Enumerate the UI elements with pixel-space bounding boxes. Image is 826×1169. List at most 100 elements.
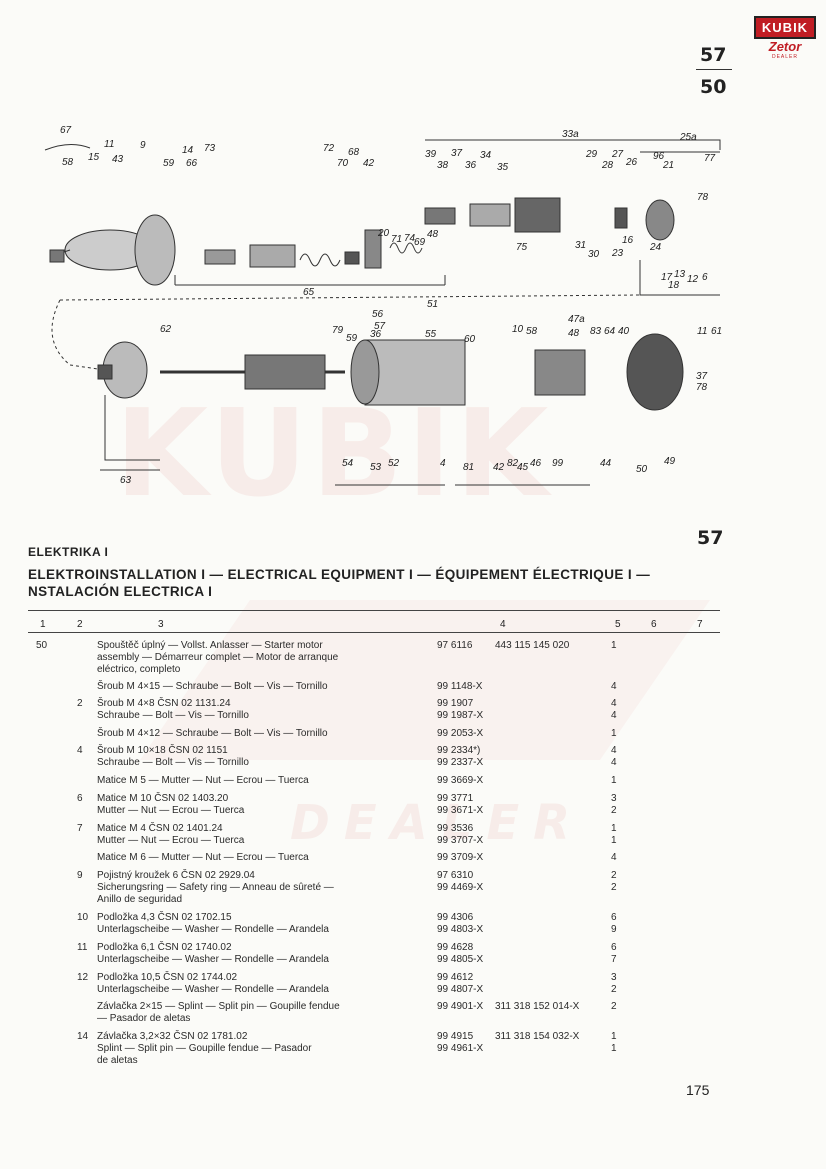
position-number: 10 [77, 912, 89, 923]
diagram-label: 79 [332, 325, 344, 336]
diagram-label: 61 [711, 326, 722, 337]
page-ref-bottom: 50 [700, 76, 727, 98]
position-number: 4 [77, 745, 83, 756]
diagram-label: 58 [526, 326, 538, 337]
quantity: 1 [611, 775, 617, 786]
diagram-label: 78 [697, 192, 709, 203]
table-top-rule [28, 610, 720, 611]
description: Šroub M 4×12 — Schraube — Bolt — Vis — T… [97, 728, 328, 739]
watermark-logo: KUBIK [115, 385, 553, 524]
diagram-label: 81 [463, 462, 474, 473]
description: Šroub M 4×15 — Schraube — Bolt — Vis — T… [97, 681, 328, 692]
diagram-label: 26 [625, 157, 638, 168]
quantity: 1 [611, 640, 617, 651]
diagram-label: 14 [182, 145, 194, 156]
diagram-label: 96 [653, 151, 665, 162]
position-number: 14 [77, 1031, 89, 1042]
diagram-label: 58 [62, 157, 74, 168]
watermark-dealer: DEALER [290, 795, 585, 851]
diagram-label: 17 [661, 272, 673, 283]
diagram-label: 12 [687, 274, 699, 285]
description: Matice M 6 — Mutter — Nut — Ecrou — Tuer… [97, 852, 309, 863]
diagram-label: 27 [611, 149, 624, 160]
logo-sub: Zetor [768, 39, 802, 54]
section-title: ELEKTRIKA I [28, 545, 109, 559]
diagram-label: 18 [668, 280, 680, 291]
diagram-label: 46 [530, 458, 542, 469]
diagram-label: 21 [662, 160, 674, 171]
diagram-label: 63 [120, 475, 132, 486]
kubik-zetor-logo: KUBIK Zetor DEALER [754, 16, 816, 60]
logo-brand: KUBIK [754, 16, 816, 39]
page-ref-top: 57 [700, 44, 727, 66]
col-header-7: 7 [697, 619, 703, 630]
diagram-label: 31 [575, 240, 586, 251]
diagram-label: 35 [497, 162, 509, 173]
position-number: 2 [77, 698, 83, 709]
quantity: 2 [611, 1001, 617, 1012]
diagram-label: 65 [303, 287, 315, 298]
diagram-label: 11 [697, 326, 707, 337]
position-number: 6 [77, 793, 83, 804]
diagram-label: 28 [601, 160, 614, 171]
part-number: 97 6116 [437, 640, 473, 651]
diagram-label: 59 [163, 158, 175, 169]
diagram-label: 40 [618, 326, 630, 337]
diagram-label: 99 [552, 458, 564, 469]
col-header-4: 4 [500, 619, 506, 630]
diagram-label: 55 [425, 329, 437, 340]
diagram-label: 36 [465, 160, 477, 171]
diagram-label: 52 [388, 458, 400, 469]
part-number: 99 2053-X [437, 728, 484, 739]
diagram-label: 44 [600, 458, 612, 469]
diagram-label: 48 [427, 229, 439, 240]
alt-part-number: 311 318 154 032-X [495, 1031, 580, 1042]
fig-number: 50 [36, 640, 48, 651]
diagram-label: 34 [480, 150, 492, 161]
diagram-label: 78 [696, 382, 708, 393]
diagram-label: 83 [590, 326, 602, 337]
position-number: 9 [77, 870, 83, 881]
diagram-label: 66 [186, 158, 198, 169]
description: Spouštěč úplný — Vollst. Anlasser — Star… [97, 640, 339, 675]
diagram-label: 29 [585, 149, 598, 160]
diagram-label: 70 [337, 158, 349, 169]
part-number: 99 1148-X [437, 681, 483, 692]
section-subtitle-line2: NSTALACIÓN ELECTRICA I [28, 584, 213, 599]
page-ref-divider [696, 69, 732, 70]
diagram-label: 60 [464, 334, 476, 345]
alt-part-number: 443 115 145 020 [495, 640, 570, 651]
diagram-label: 77 [704, 153, 716, 164]
diagram-label: 37 [696, 371, 708, 382]
diagram-label: 62 [160, 324, 172, 335]
diagram-label: 72 [323, 143, 335, 154]
diagram-label: 75 [516, 242, 528, 253]
position-number: 7 [77, 823, 83, 834]
diagram-label: 9 [140, 140, 146, 151]
col-header-5: 5 [615, 619, 621, 630]
diagram-label: 64 [604, 326, 616, 337]
diagram-label: 23 [611, 248, 624, 259]
diagram-label: 4 [440, 458, 446, 469]
description: Závlačka 2×15 — Splint — Split pin — Gou… [97, 1001, 340, 1024]
diagram-label: 48 [568, 328, 580, 339]
